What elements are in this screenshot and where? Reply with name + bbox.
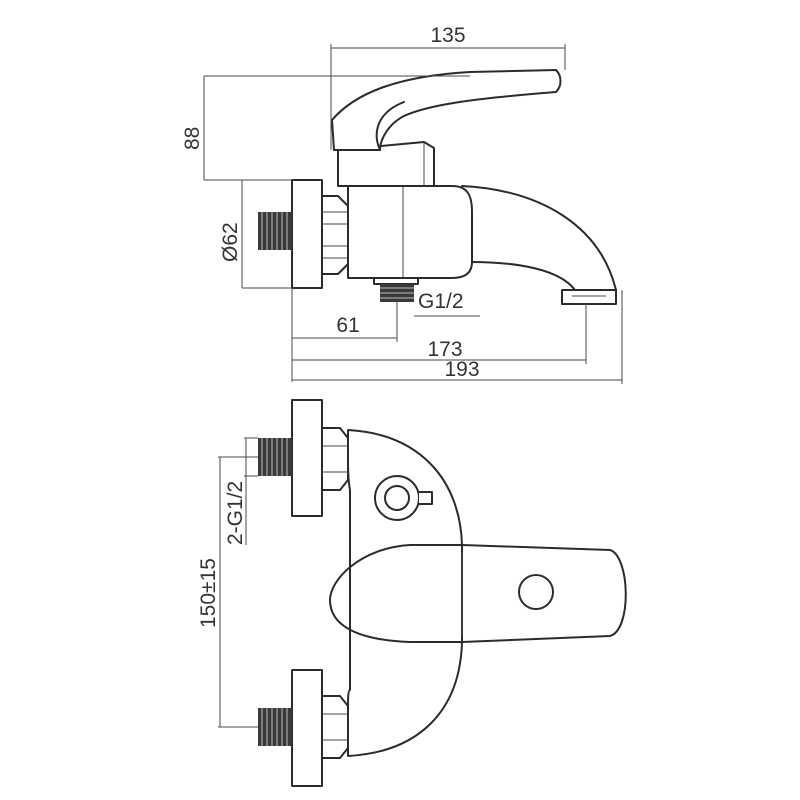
diverter-knob [374,475,433,521]
front-view: 2-G1/2 150±15 [197,399,627,787]
lever-cap [518,574,554,610]
top-hex-nut [321,427,349,491]
dim-62-label: Ø62 [219,222,242,262]
dim-61-label: 61 [336,314,359,337]
dim-193: 193 [292,290,623,384]
dim-150-label: 150±15 [197,558,220,628]
outlet-thread [373,277,419,302]
dim-135-label: 135 [430,24,465,47]
dim-135: 135 [330,24,566,150]
dim-62: Ø62 [219,179,292,289]
bottom-hex-nut [321,695,349,759]
inlet-thread [258,212,292,250]
dim-g12-label: G1/2 [418,290,464,313]
spout [461,185,617,297]
dim-173-label: 173 [427,338,462,361]
dim-88-label: 88 [181,127,204,150]
wall-flange [291,179,323,289]
side-view: 135 88 Ø62 G1/2 61 [181,24,623,384]
valve-body [347,185,473,279]
dim-193-label: 193 [444,358,479,381]
dim-2g12: 2-G1/2 [224,437,258,545]
dim-g12: G1/2 [414,290,480,317]
dim-150: 150±15 [197,456,258,728]
crescent-body [329,429,463,757]
bottom-inlet-thread [258,708,292,746]
cartridge-housing [337,141,435,187]
dim-173: 173 [292,304,587,364]
top-inlet-thread [258,438,292,476]
bottom-flange [291,669,323,787]
top-flange [291,399,323,517]
hex-nut [321,195,349,275]
dim-61: 61 [291,288,398,382]
spout-aerator [561,289,617,305]
dim-2g12-label: 2-G1/2 [224,481,247,545]
lever-handle [331,69,562,151]
